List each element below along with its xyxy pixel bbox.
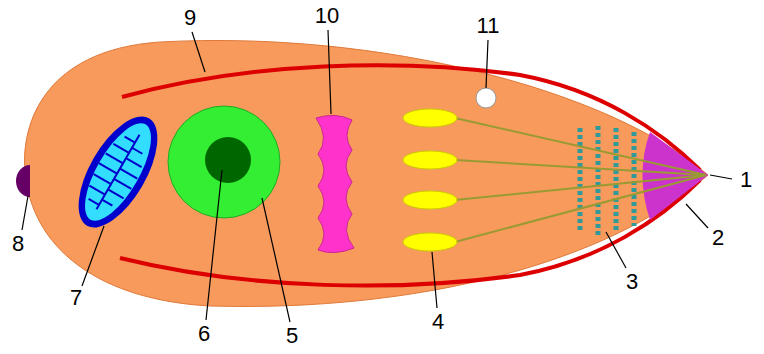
nucleolus [205,137,251,183]
golgi [316,115,354,252]
callout-number: 11 [477,14,500,38]
cell-body [25,40,708,306]
striated-band [580,126,634,236]
callout-number: 7 [70,286,82,310]
callout-number: 6 [198,322,210,346]
callout-number: 3 [626,270,638,294]
gland-ducts [455,118,706,242]
callout-number: 9 [184,6,196,30]
leader-lines [22,30,732,322]
callout-number: 10 [315,4,339,28]
callout-number: 5 [286,324,298,348]
callout-number: 4 [432,310,444,334]
callout-number: 1 [740,168,752,192]
callout-number: 8 [12,232,24,256]
mitochondrion [63,104,173,239]
callout-number: 2 [712,226,724,250]
basal-body [16,165,30,197]
glands [403,109,457,251]
vacuole [476,88,496,108]
